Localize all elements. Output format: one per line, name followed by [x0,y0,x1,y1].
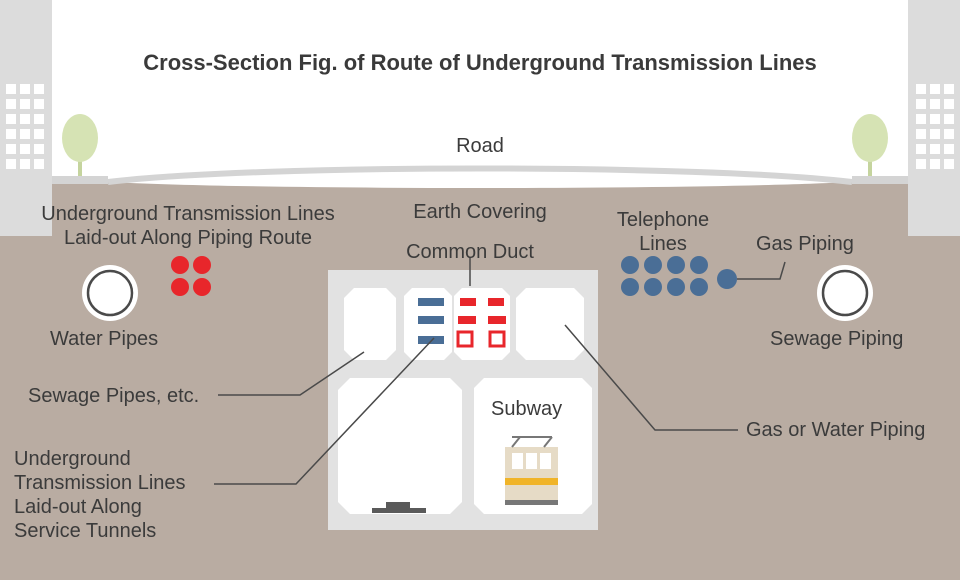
gas-piping-label: Gas Piping [756,233,854,255]
road-label: Road [456,135,504,157]
duct-cell-gas-water [516,288,584,360]
water-pipes-label: Water Pipes [50,328,159,350]
telephone-lines-label: Telephone Lines [616,209,710,255]
ug-piping-route-label: Underground Transmission Lines Laid-out … [41,203,335,249]
water-pipe-icon [82,265,138,321]
telephone-line-cables [621,256,708,296]
transmission-line-cables [171,256,211,296]
earth-covering-label: Earth Covering [413,201,547,223]
sky-area [40,0,920,188]
sewage-pipes-etc-label: Sewage Pipes, etc. [28,385,200,407]
gas-pipe-icon [717,261,786,289]
tree-icon-left [62,114,98,176]
page-title: Cross-Section Fig. of Route of Undergrou… [143,50,817,75]
tree-icon-right [852,114,888,176]
building-left [0,0,52,236]
sidewalk-right [852,176,912,184]
gas-or-water-piping-label: Gas or Water Piping [746,419,926,441]
subway-train-icon [505,436,558,505]
subway-label: Subway [491,398,563,420]
sewage-pipe-icon [817,265,873,321]
subway-tunnel [474,378,592,514]
building-right [908,0,960,236]
ug-service-tunnels-label: Underground Transmission Lines Laid-out … [14,448,186,542]
service-tunnel [338,378,462,514]
sidewalk-left [48,176,108,184]
service-cart-icon [372,502,426,513]
sewage-piping-label: Sewage Piping [770,328,904,350]
common-duct-structure [328,270,598,530]
leader-lines [214,258,738,485]
common-duct-label: Common Duct [406,241,534,263]
duct-cell-sewage [344,288,396,360]
road-surface [107,165,853,185]
